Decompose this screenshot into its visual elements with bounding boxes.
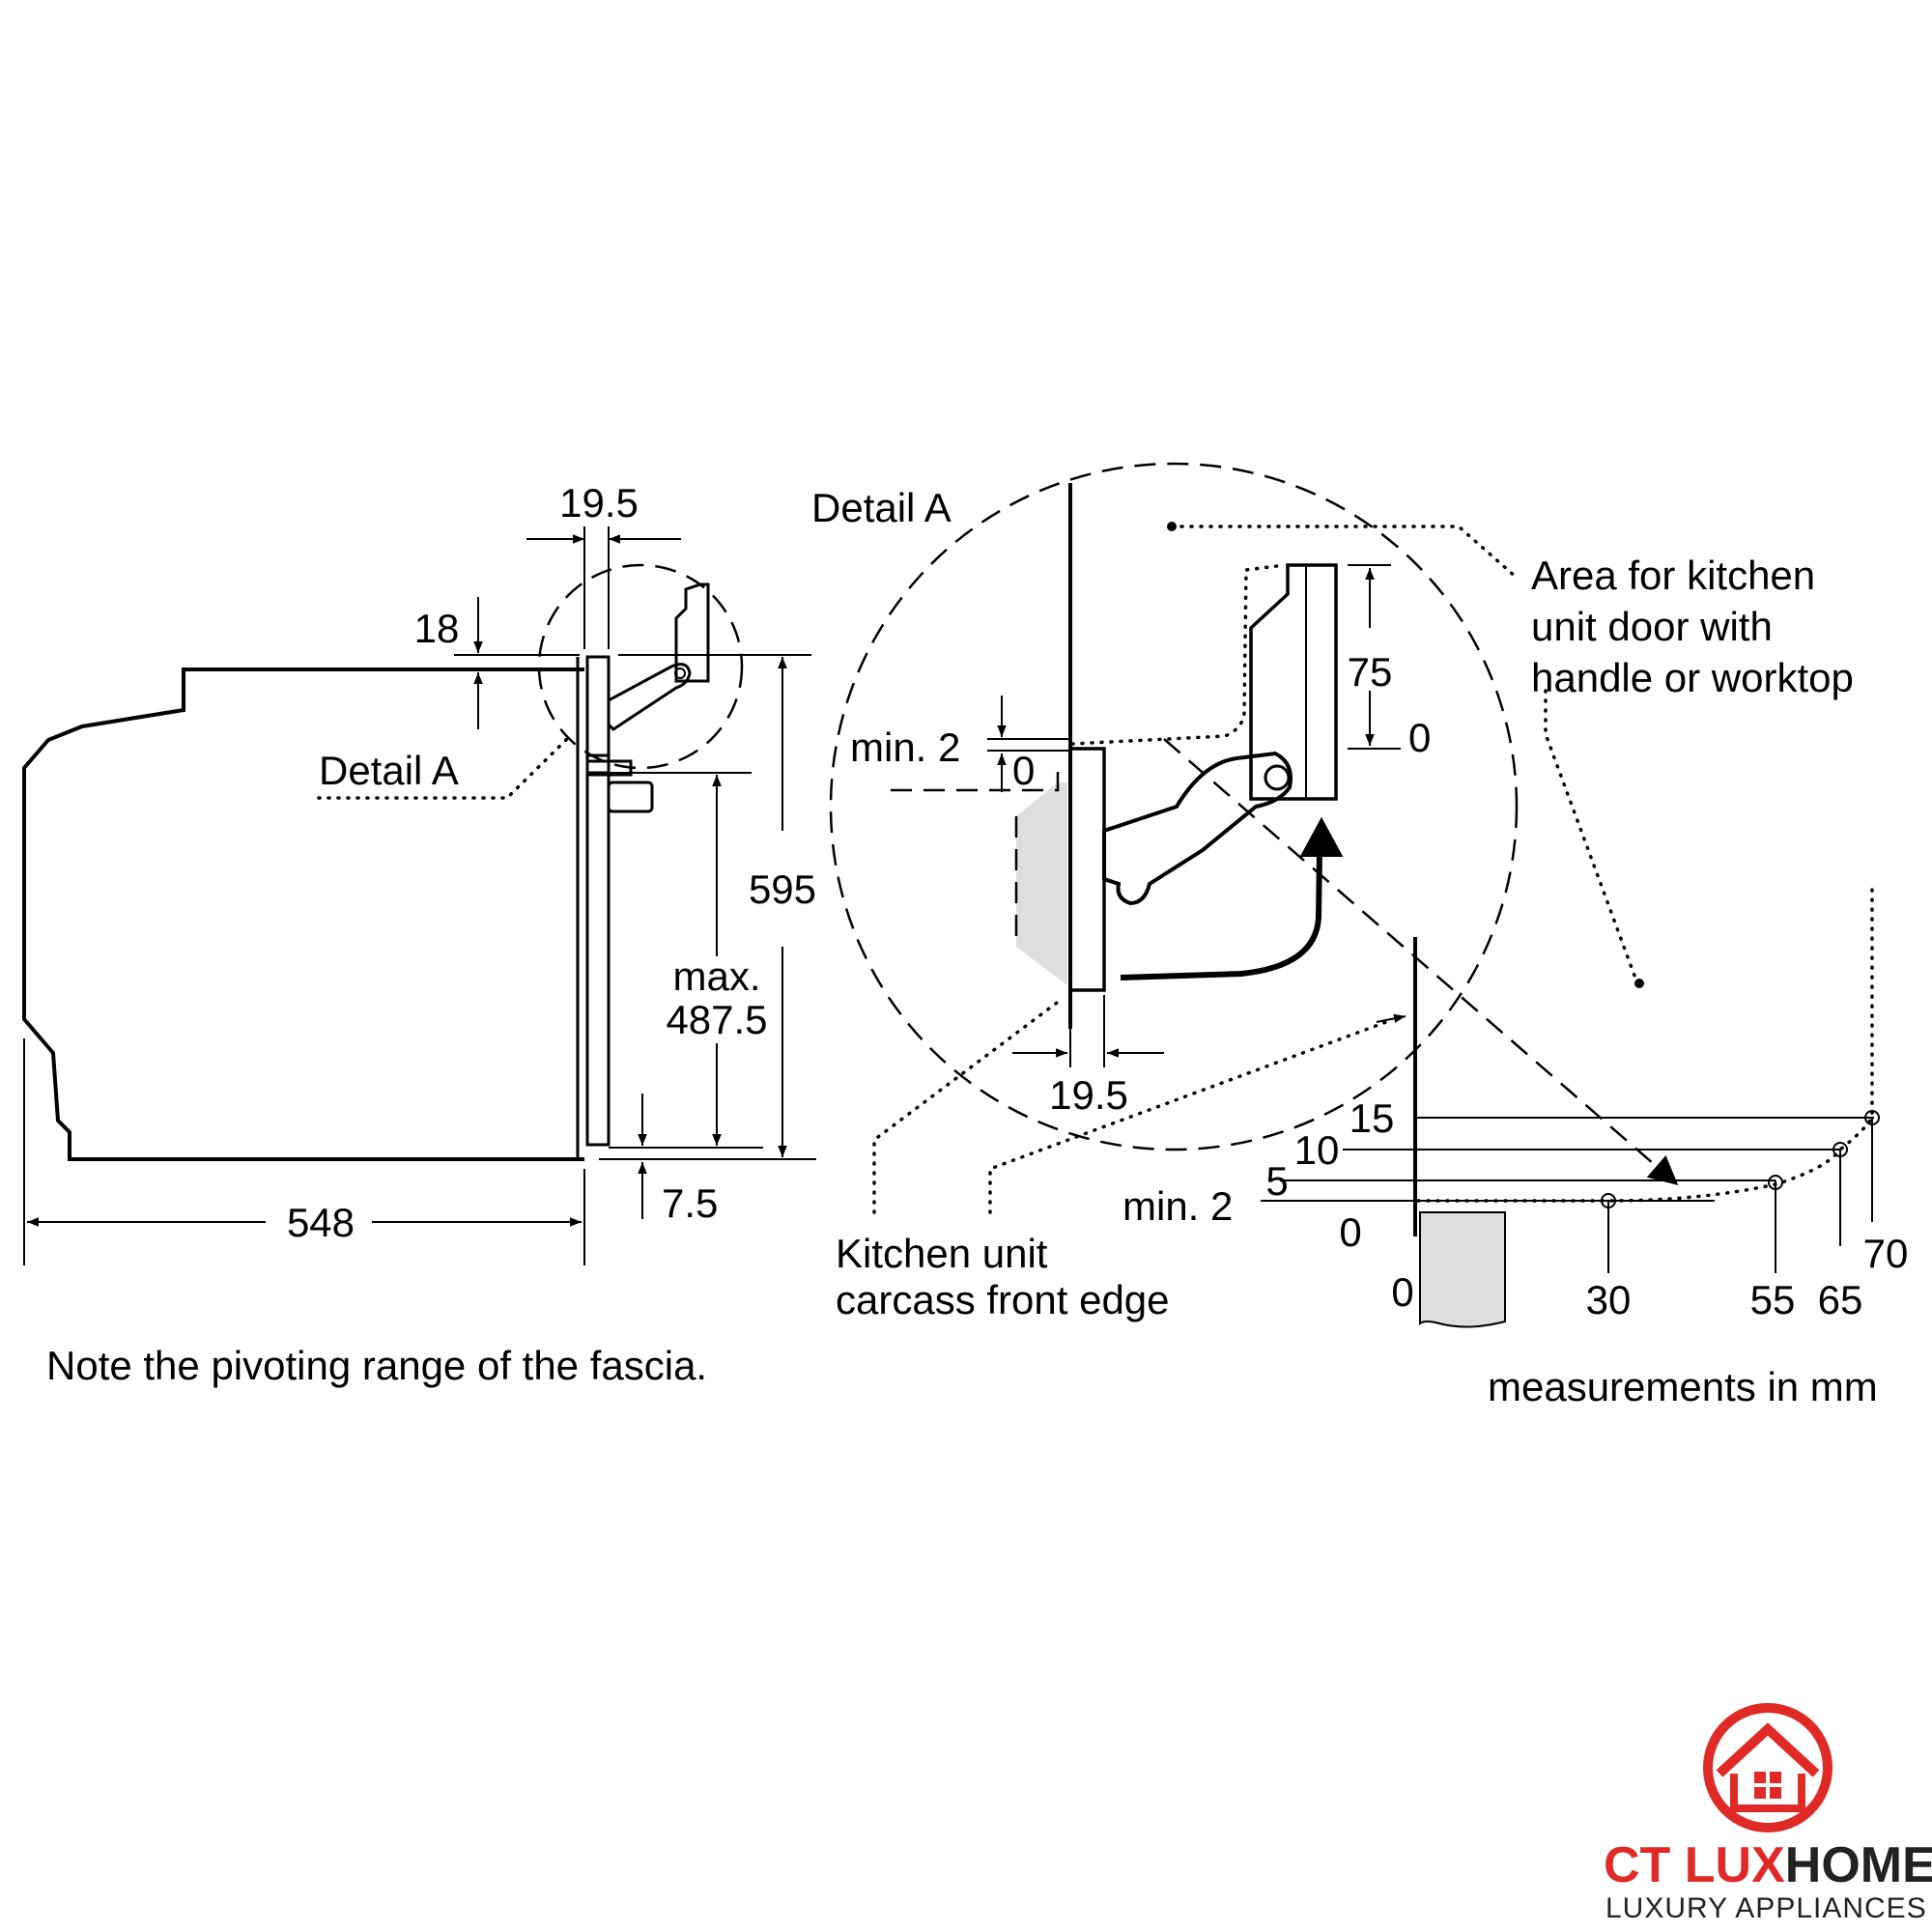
x-label-65: 65 bbox=[1818, 1277, 1863, 1322]
area-leader-dot-top bbox=[1167, 522, 1177, 531]
dim-top-width-label: 19.5 bbox=[559, 480, 639, 526]
pivot-note: Note the pivoting range of the fascia. bbox=[46, 1343, 707, 1388]
dim-depth: 548 bbox=[23, 1038, 585, 1265]
dim-door-zero-label: 0 bbox=[1408, 715, 1431, 760]
brand-name-part1: CT LUX bbox=[1604, 1837, 1785, 1893]
carcass-label-2: carcass front edge bbox=[836, 1277, 1170, 1322]
dim-max-label: max. bbox=[672, 953, 760, 999]
dim-bottom-gap: 7.5 bbox=[638, 1094, 718, 1226]
oven-side-view bbox=[22, 655, 654, 1161]
carcass-label-1: Kitchen unit bbox=[836, 1231, 1048, 1276]
y-label-15: 15 bbox=[1350, 1095, 1395, 1141]
x-label-55: 55 bbox=[1750, 1277, 1796, 1322]
detail-zero-label: 0 bbox=[1012, 748, 1035, 793]
dim-detail-min2: min. 2 0 bbox=[850, 696, 1070, 793]
detail-a-title: Detail A bbox=[811, 485, 952, 530]
y-label-min2: min. 2 bbox=[1122, 1183, 1233, 1229]
dim-fascia-width: 19.5 bbox=[1012, 995, 1164, 1118]
x-label-30: 30 bbox=[1586, 1277, 1632, 1322]
dim-depth-label: 548 bbox=[287, 1200, 355, 1245]
detail-a-enlarged bbox=[829, 462, 1679, 1185]
dim-max-value: 487.5 bbox=[666, 997, 767, 1042]
detail-min2-label: min. 2 bbox=[850, 724, 960, 770]
dim-top-width: 19.5 bbox=[526, 480, 681, 649]
dim-total-height: 595 bbox=[599, 654, 816, 1160]
detail-a-label-left: Detail A bbox=[319, 748, 459, 793]
units-note: measurements in mm bbox=[1488, 1364, 1878, 1409]
dim-total-height-label: 595 bbox=[749, 867, 816, 912]
brand-name: CT LUXHOME bbox=[1604, 1837, 1932, 1893]
brand-logo: CT LUXHOME LUXURY APPLIANCES bbox=[1604, 1703, 1932, 1924]
logo-ring bbox=[1703, 1703, 1833, 1833]
area-leader-dot-bottom bbox=[1634, 979, 1644, 988]
dim-bottom-gap-label: 7.5 bbox=[662, 1180, 718, 1226]
area-label-1: Area for kitchen bbox=[1531, 553, 1815, 598]
dim-max-opening: max. 487.5 bbox=[594, 772, 768, 1149]
area-leader-bottom bbox=[1544, 689, 1639, 985]
house-icon bbox=[1716, 1722, 1820, 1777]
carcass-leader-1 bbox=[872, 998, 1063, 1214]
area-label-3: handle or worktop bbox=[1531, 655, 1854, 700]
area-leader-top bbox=[1170, 525, 1519, 580]
y-label-10: 10 bbox=[1294, 1127, 1340, 1173]
detail-a-marker bbox=[537, 563, 744, 770]
x-label-0: 0 bbox=[1391, 1269, 1413, 1315]
pivot-range-plot bbox=[1261, 882, 1880, 1328]
area-label-2: unit door with bbox=[1531, 604, 1773, 649]
y-label-5: 5 bbox=[1265, 1158, 1288, 1204]
x-label-70: 70 bbox=[1863, 1231, 1909, 1276]
dim-door-height: 75 0 bbox=[1348, 564, 1431, 760]
dim-fascia-width-label: 19.5 bbox=[1049, 1072, 1128, 1118]
dim-top-gap: 18 bbox=[414, 597, 580, 729]
dim-door-height-label: 75 bbox=[1348, 649, 1393, 695]
brand-name-part2: HOME bbox=[1785, 1837, 1932, 1893]
y-label-0: 0 bbox=[1339, 1209, 1361, 1255]
brand-tagline: LUXURY APPLIANCES bbox=[1605, 1892, 1927, 1924]
dim-top-gap-label: 18 bbox=[414, 606, 460, 651]
